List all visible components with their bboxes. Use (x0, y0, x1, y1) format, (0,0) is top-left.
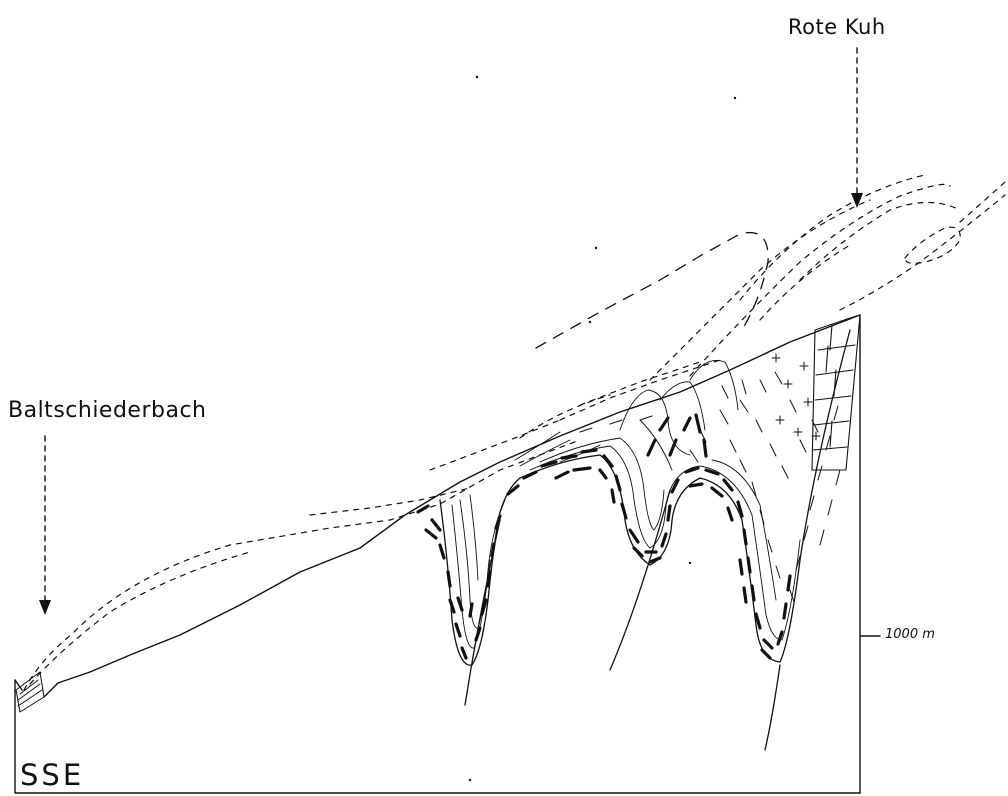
projected-strata-dashed (24, 175, 1005, 690)
summit-brick-block (812, 315, 860, 470)
strata-lines (452, 360, 800, 648)
scale-label: 1000 m (885, 627, 935, 642)
baltschiederbach-label: Baltschiederbach (8, 398, 207, 423)
direction-label-sse: SSE (20, 758, 85, 792)
specks (468, 75, 737, 782)
cross-markers (772, 354, 820, 440)
dark-band-dashes (418, 415, 790, 658)
projected-fold-upper (536, 233, 768, 348)
arrow-head-baltschiederbach-icon (39, 600, 51, 615)
valley-hatch (16, 672, 44, 712)
terrain-profile (44, 315, 860, 697)
valley-wall (15, 680, 22, 690)
fold-outlines (440, 330, 850, 750)
light-strata-dashes (580, 372, 840, 602)
rote-kuh-label: Rote Kuh (788, 15, 886, 39)
